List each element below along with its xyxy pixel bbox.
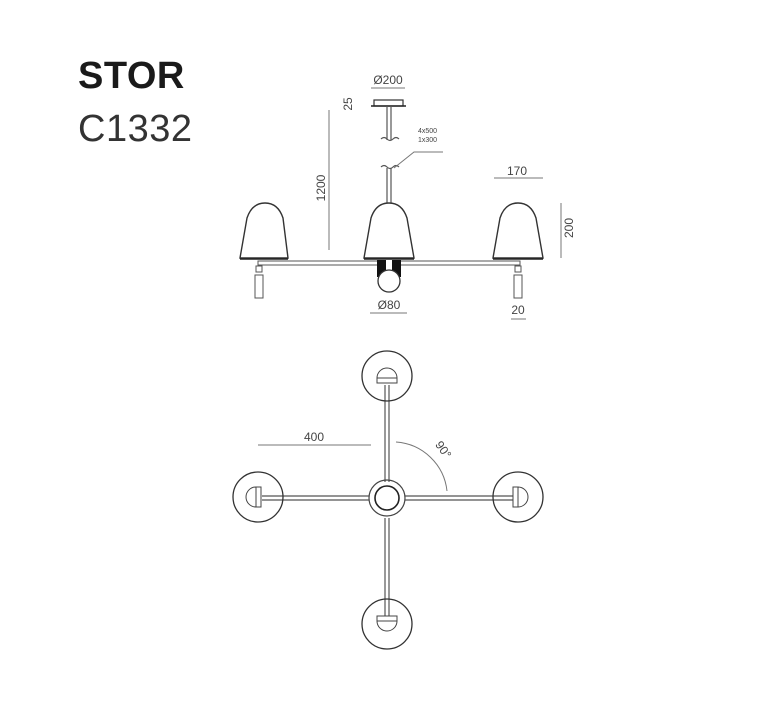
- angle-arc: [395, 441, 448, 492]
- product-name: STOR: [78, 55, 185, 97]
- lamp-shade-center: [363, 202, 415, 259]
- lamp-shade-right: [492, 202, 544, 259]
- socket-right: [514, 265, 522, 273]
- canopy-height-label: 25: [341, 97, 355, 111]
- product-code: C1332: [78, 108, 193, 150]
- shade-width-label: 170: [507, 164, 527, 178]
- lamp-right: [492, 471, 544, 523]
- socket-width-label: 20: [511, 303, 525, 317]
- cable: [380, 106, 400, 204]
- total-height-label: 1200: [314, 174, 328, 201]
- globe-diameter-label: Ø80: [378, 298, 401, 312]
- lamp-top: [361, 350, 413, 402]
- plan-view: 400 90°: [232, 350, 544, 650]
- lamp-left: [232, 471, 284, 523]
- side-view: Ø200 25 1200 4x500 1x300: [239, 73, 576, 320]
- hub-outer: [368, 479, 406, 517]
- cable-length-label: 4x500: [418, 128, 437, 135]
- angle-label: 90°: [432, 438, 454, 461]
- globe-bulb: [377, 269, 401, 293]
- canopy-diameter-label: Ø200: [373, 73, 403, 87]
- shade-height-label: 200: [562, 218, 576, 238]
- lamp-shade-left: [239, 202, 289, 259]
- hub-inner: [374, 485, 400, 511]
- cable-length-label: 1x300: [418, 137, 437, 144]
- lamp-bottom: [361, 598, 413, 650]
- arm-length-label: 400: [304, 430, 324, 444]
- canopy: [373, 99, 404, 107]
- socket-left: [255, 265, 263, 273]
